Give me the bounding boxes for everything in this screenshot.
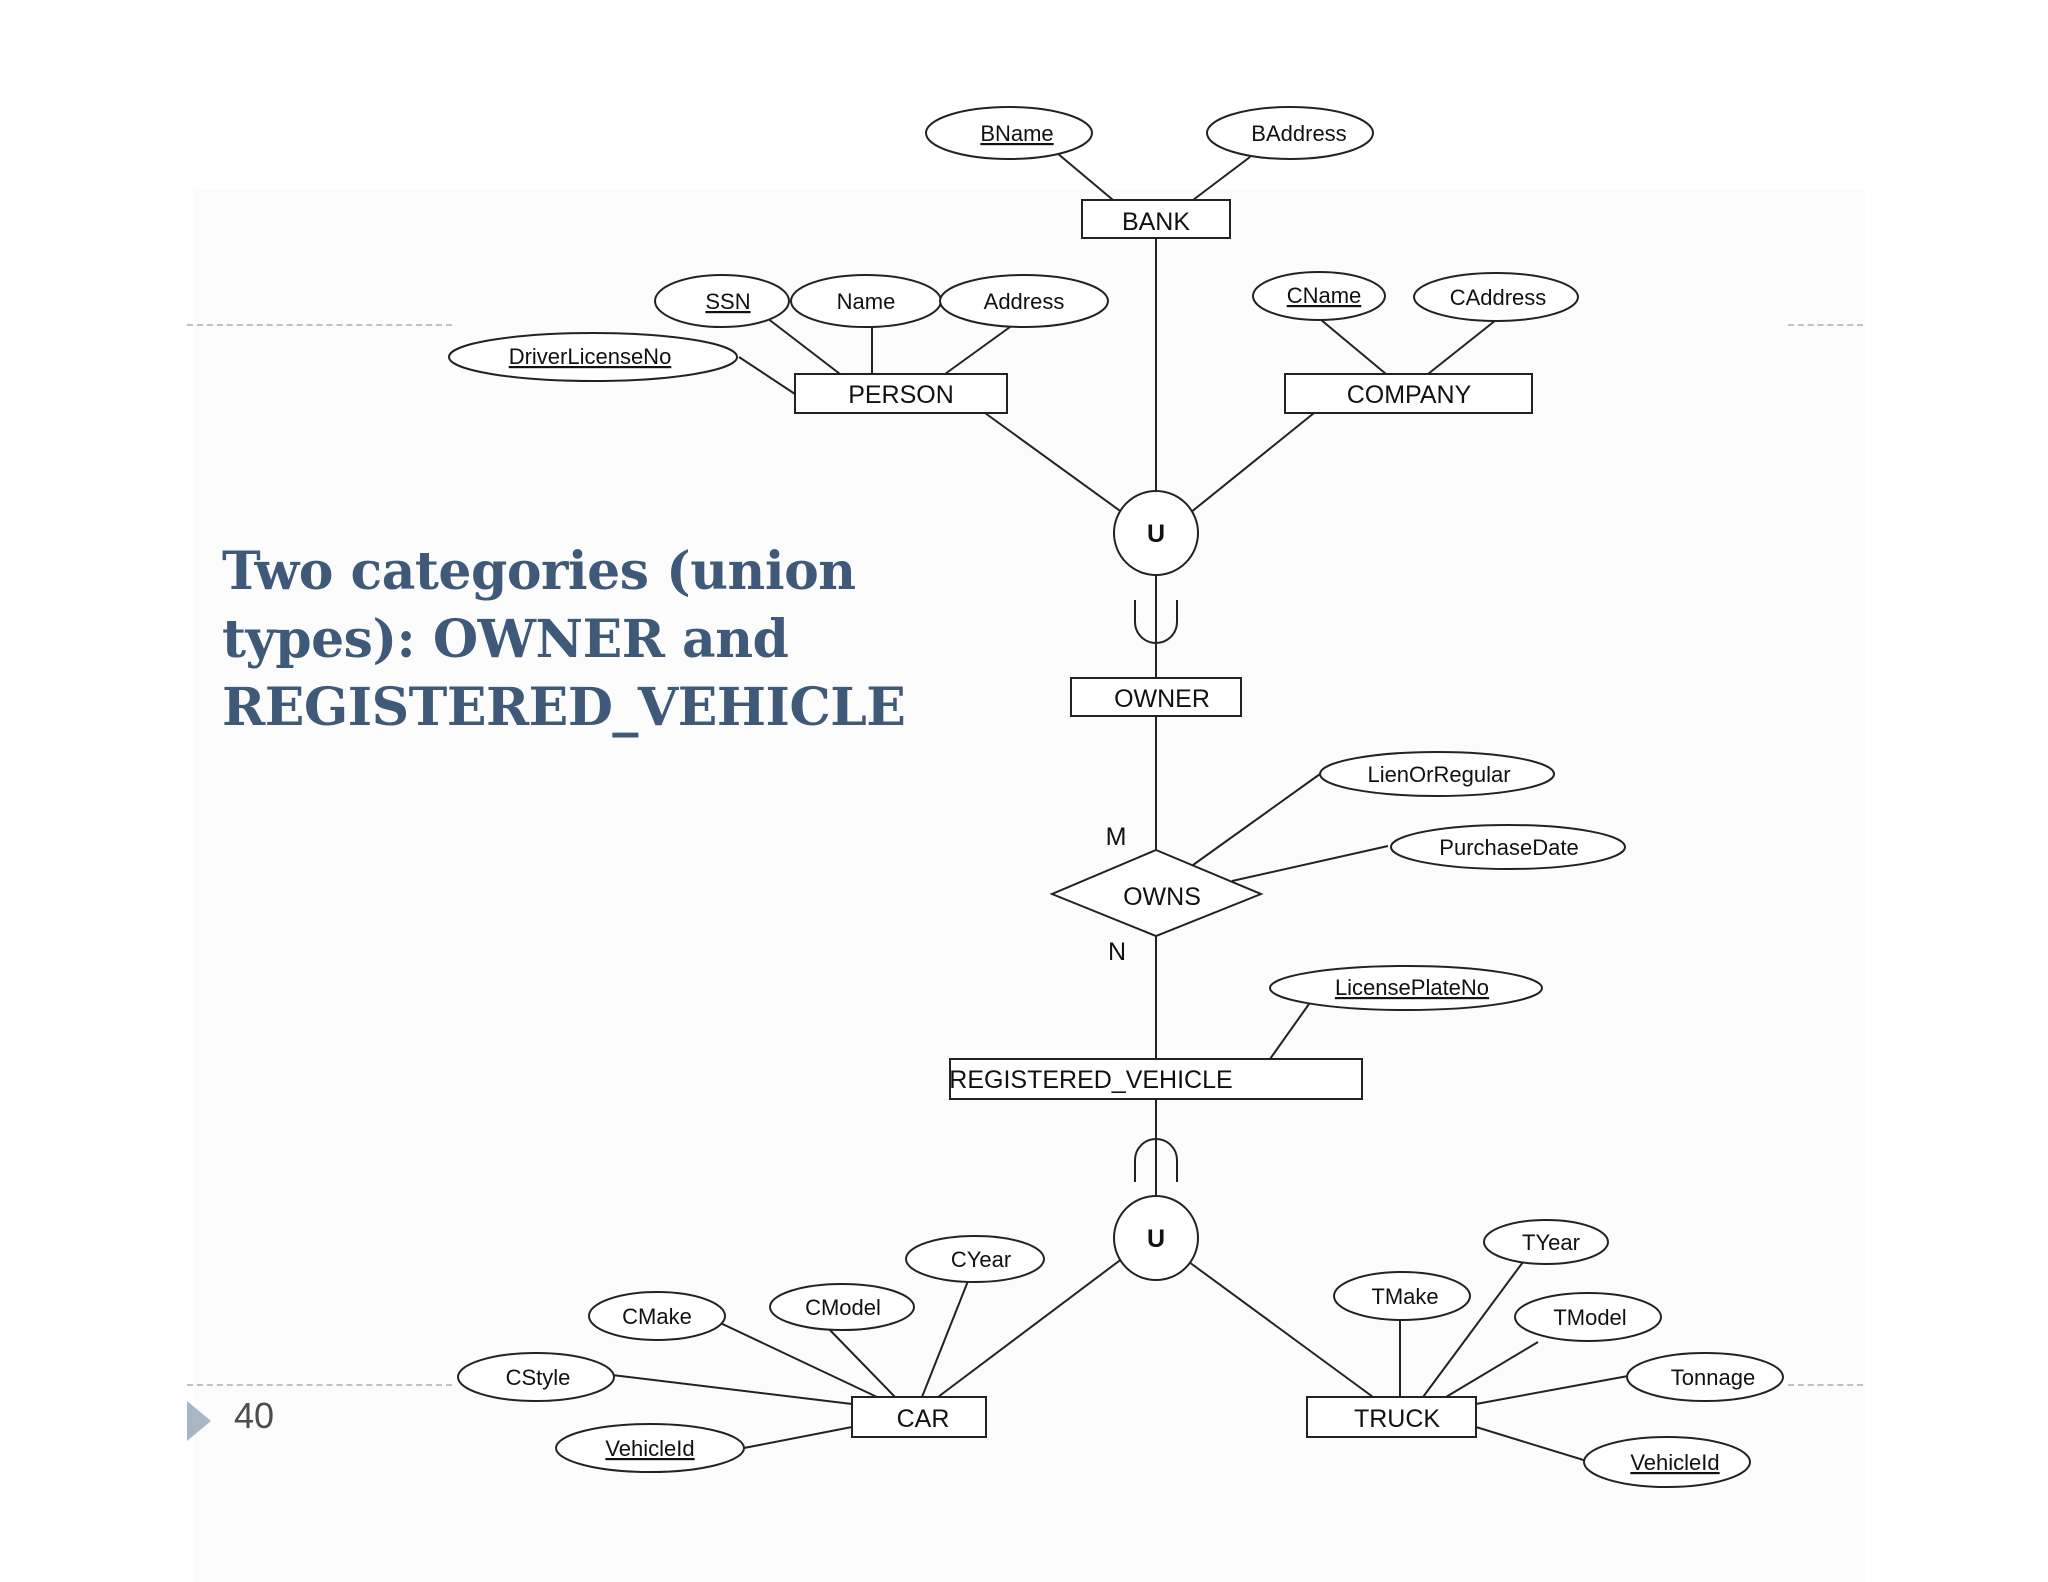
entity-registered-vehicle: REGISTERED_VEHICLE	[949, 1058, 1363, 1100]
attr-tyear-oval	[1483, 1219, 1609, 1265]
attr-purchase-date: PurchaseDate	[1439, 835, 1578, 860]
slide-background	[195, 190, 1865, 1582]
attr-car-vehicle-id: VehicleId	[605, 1436, 694, 1461]
entity-company-label: COMPANY	[1347, 381, 1472, 409]
entity-car: CAR	[851, 1396, 987, 1438]
attr-tonnage-oval	[1626, 1352, 1784, 1402]
top-left-rule	[187, 324, 452, 326]
attr-tyear: TYear	[1522, 1230, 1580, 1255]
attr-lien-or-regular-oval	[1319, 751, 1555, 797]
attr-tmodel-oval	[1514, 1292, 1662, 1342]
attr-cmodel-oval	[769, 1283, 915, 1331]
attr-tmodel: TModel	[1553, 1305, 1626, 1330]
union-top-label: U	[1147, 520, 1165, 548]
entity-owner-label: OWNER	[1114, 685, 1210, 713]
attr-license-plate-no: LicensePlateNo	[1335, 975, 1489, 1000]
attr-cname: CName	[1287, 283, 1362, 308]
entity-company: COMPANY	[1284, 373, 1533, 414]
cardinality-n: N	[1108, 938, 1126, 966]
attr-cstyle: CStyle	[506, 1365, 571, 1390]
page-marker-icon	[187, 1401, 211, 1441]
bottom-right-rule	[1788, 1384, 1863, 1386]
attr-license-plate-no-oval	[1269, 965, 1543, 1011]
cardinality-m: M	[1106, 823, 1127, 851]
attr-purchase-date-oval	[1390, 824, 1626, 870]
attr-tmake-oval	[1333, 1271, 1471, 1321]
entity-car-label: CAR	[897, 1405, 950, 1433]
title-line-1: Two categories (union	[222, 541, 856, 602]
relationship-owns: OWNS	[1049, 848, 1264, 938]
attr-name: Name	[837, 289, 896, 314]
entity-bank: BANK	[1081, 199, 1231, 239]
attr-truck-vehicle-id-oval	[1583, 1436, 1751, 1488]
entity-bank-label: BANK	[1122, 208, 1190, 236]
relationship-owns-label: OWNS	[1123, 883, 1201, 911]
slide-title: Two categories (union types): OWNER and …	[222, 538, 906, 742]
attr-cmodel: CModel	[805, 1295, 881, 1320]
attr-cmake-oval	[588, 1291, 726, 1341]
union-bottom-label: U	[1147, 1225, 1165, 1253]
attr-car-vehicle-id-oval	[555, 1423, 745, 1473]
attr-address-oval	[939, 274, 1109, 328]
attr-tmake: TMake	[1371, 1284, 1438, 1309]
attr-address: Address	[984, 289, 1065, 314]
attr-baddress-oval	[1206, 106, 1374, 160]
attr-driver-license-no-oval	[448, 332, 738, 382]
bottom-left-rule	[187, 1384, 452, 1386]
attr-driver-license-no: DriverLicenseNo	[509, 344, 672, 369]
attr-truck-vehicle-id: VehicleId	[1630, 1450, 1719, 1475]
entity-registered-vehicle-label: REGISTERED_VEHICLE	[949, 1066, 1232, 1094]
title-line-2: types): OWNER and	[222, 609, 789, 670]
attr-ssn: SSN	[705, 289, 750, 314]
attr-bname: BName	[980, 121, 1053, 146]
attr-caddress-oval	[1413, 272, 1579, 322]
attr-tonnage: Tonnage	[1671, 1365, 1755, 1390]
entity-truck-label: TRUCK	[1354, 1405, 1440, 1433]
attr-cmake: CMake	[622, 1304, 692, 1329]
attr-bname-oval	[925, 106, 1093, 160]
attr-cstyle-oval	[457, 1352, 615, 1402]
attr-lien-or-regular: LienOrRegular	[1367, 762, 1510, 787]
attr-cyear: CYear	[951, 1247, 1011, 1272]
attribute-ovals	[448, 106, 1784, 1488]
title-line-3: REGISTERED_VEHICLE	[222, 677, 906, 738]
attr-cyear-oval	[905, 1235, 1045, 1283]
attr-caddress: CAddress	[1450, 285, 1547, 310]
entity-person-label: PERSON	[848, 381, 954, 409]
top-right-rule	[1788, 324, 1863, 326]
attr-baddress: BAddress	[1251, 121, 1346, 146]
union-circle-bottom: U	[1113, 1195, 1199, 1281]
attr-cname-oval	[1252, 271, 1386, 321]
entity-owner: OWNER	[1070, 677, 1242, 717]
attr-ssn-oval	[654, 274, 790, 328]
attribute-labels: BName BAddress SSN Name Address DriverLi…	[506, 121, 1756, 1475]
connector-lines	[611, 152, 1629, 1463]
page-number: 40	[234, 1395, 275, 1436]
union-circle-top: U	[1113, 490, 1199, 576]
entity-person: PERSON	[794, 373, 1008, 414]
entity-truck: TRUCK	[1306, 1396, 1477, 1438]
